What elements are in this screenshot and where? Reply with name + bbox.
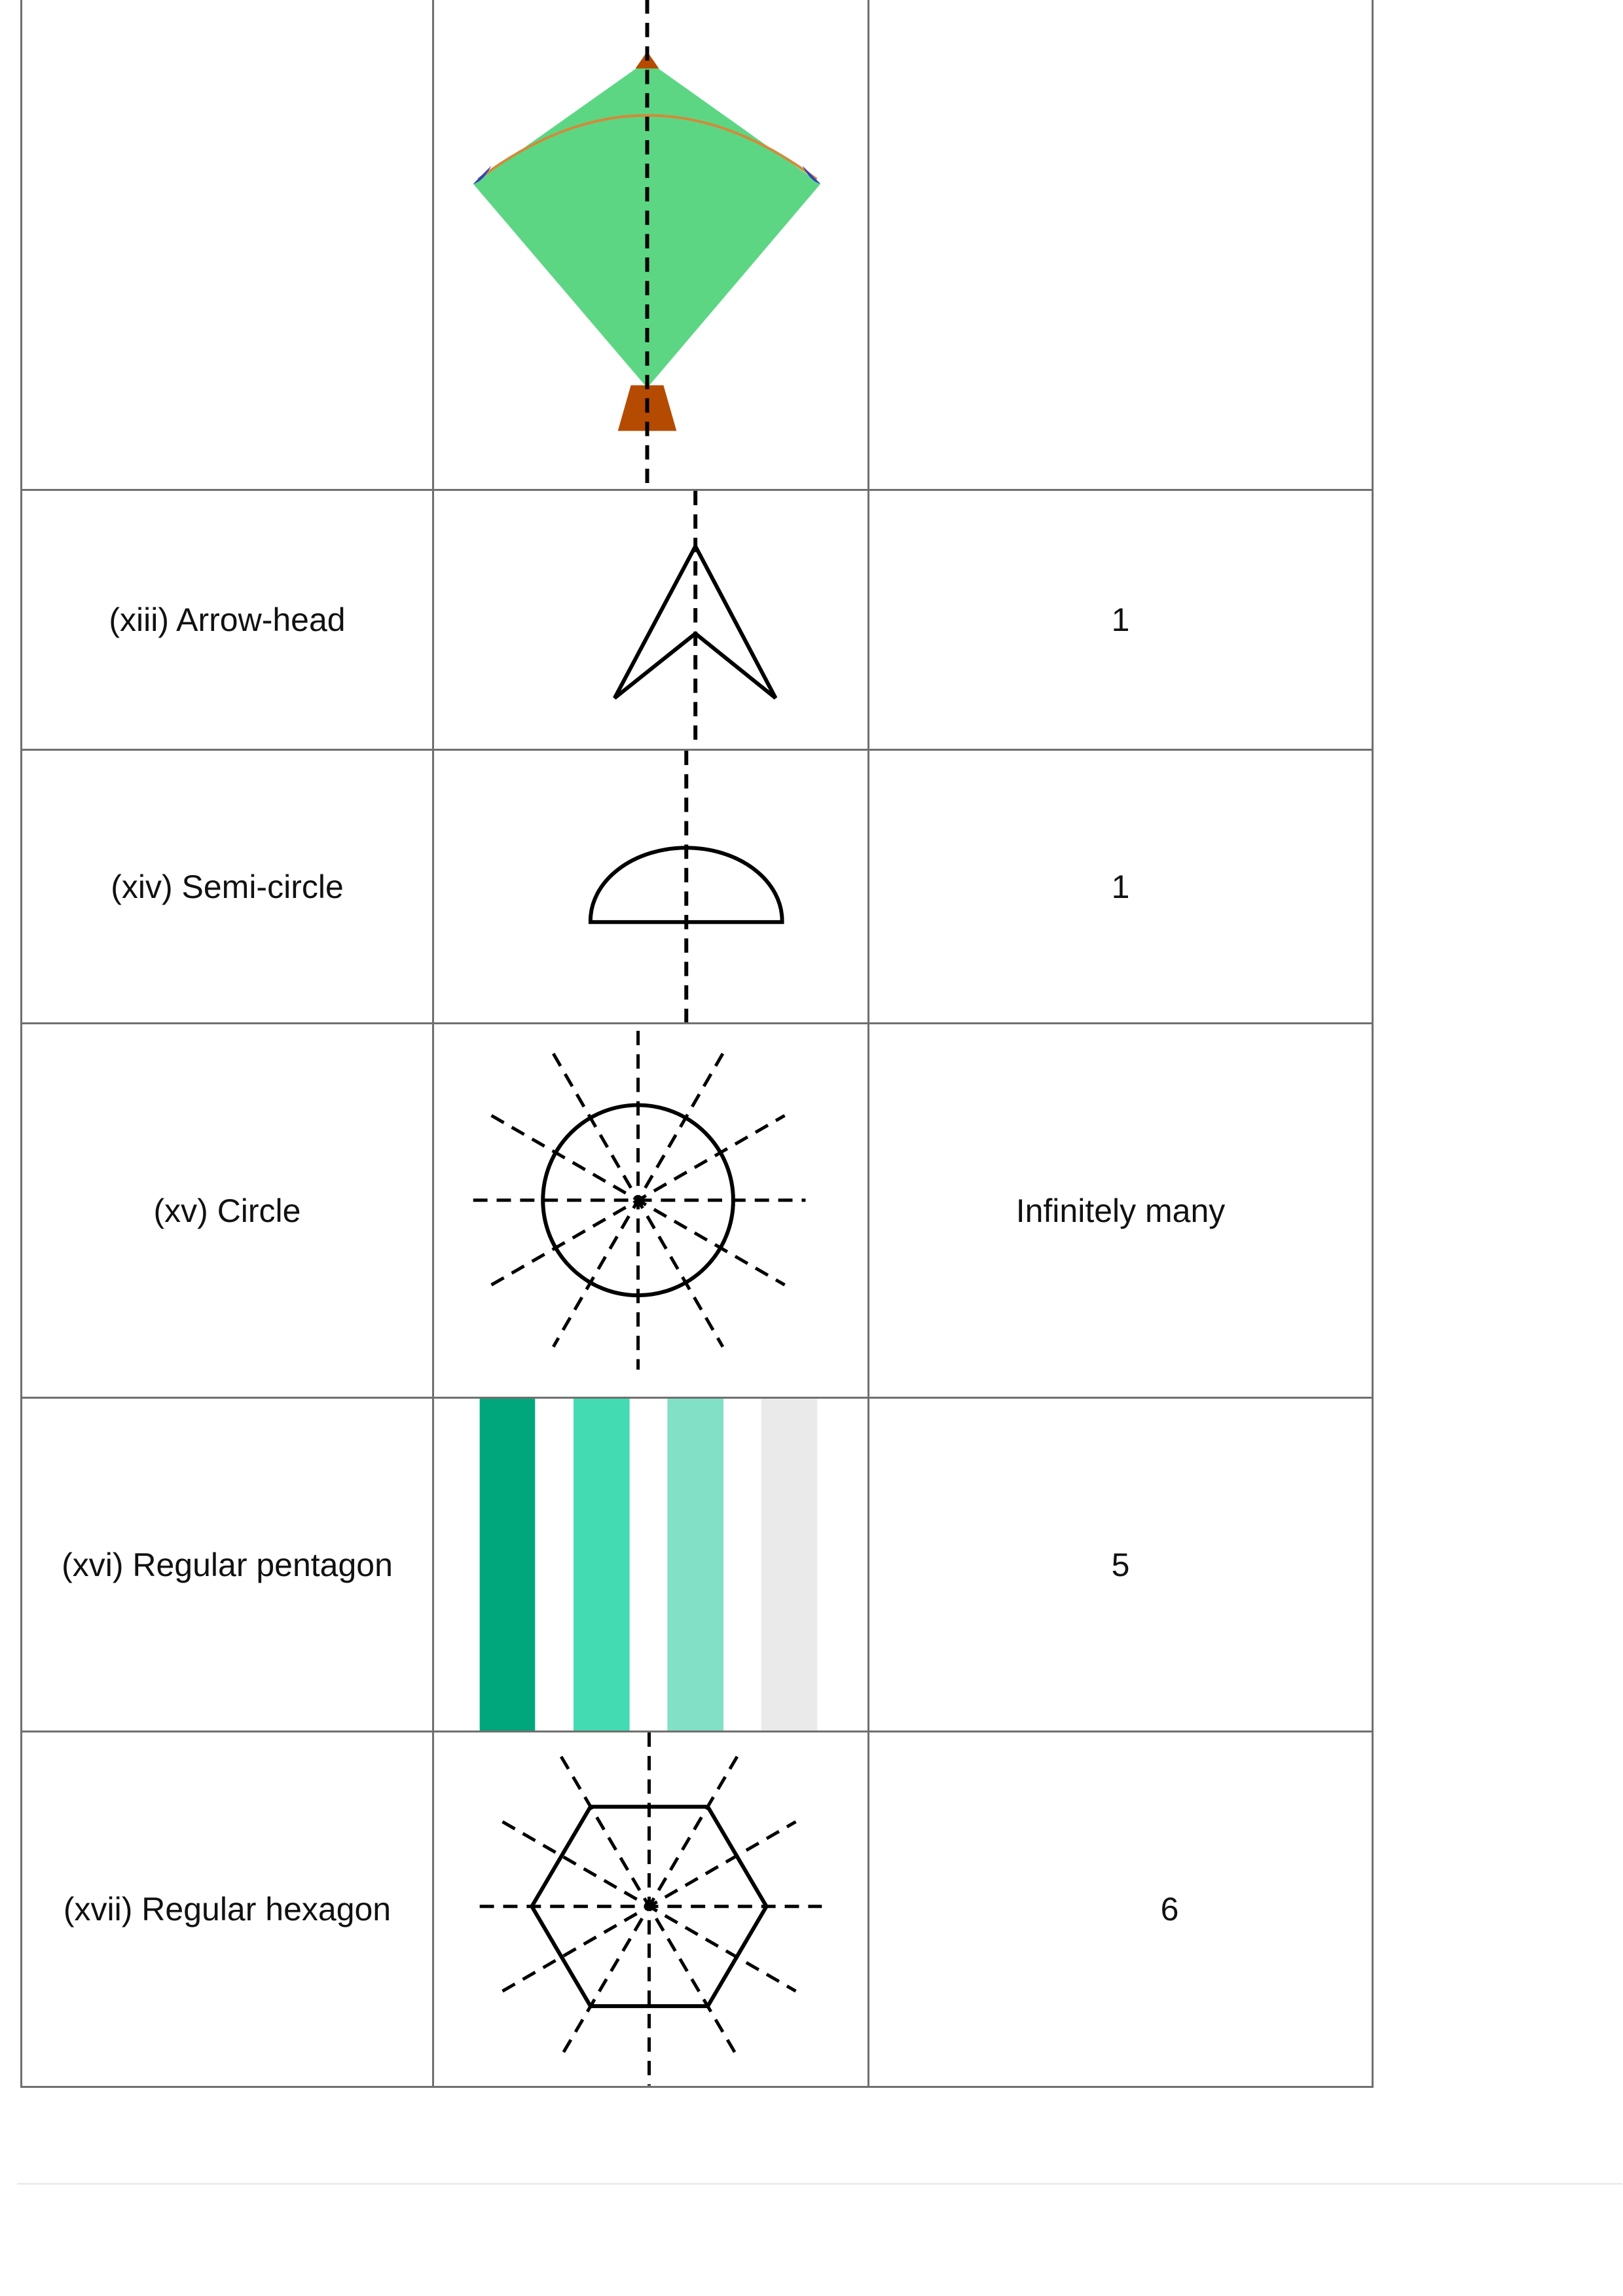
kite-string xyxy=(477,114,818,181)
semi-circle-outline xyxy=(588,846,784,924)
stripe-1 xyxy=(479,1398,536,1731)
lines-count-cell xyxy=(867,0,1374,491)
figure-cell xyxy=(432,1396,869,1733)
figure-cell xyxy=(432,1731,869,2088)
figure-cell xyxy=(432,488,869,751)
semi-circle-figure xyxy=(588,751,784,1023)
shape-name-cell: (xiv) Semi-circle xyxy=(20,749,434,1025)
footer-divider xyxy=(17,2183,1622,2185)
shape-name-cell: (xvi) Regular pentagon xyxy=(20,1396,434,1733)
symmetry-table: (xiii) Arrow-head 1 (xiv) Semi-circle 1 xyxy=(20,0,1374,2088)
arrow-head-figure xyxy=(613,491,778,749)
circle-figure xyxy=(473,1031,806,1370)
hexagon-figure xyxy=(479,1732,822,2086)
pentagon-figure-stripes xyxy=(479,1398,818,1731)
lines-count-cell: Infinitely many xyxy=(867,1022,1374,1399)
shape-name-cell xyxy=(20,0,434,491)
lines-count-cell: 1 xyxy=(867,488,1374,751)
table-row: (xiv) Semi-circle 1 xyxy=(20,749,1374,1025)
lines-count-cell: 5 xyxy=(867,1396,1374,1733)
lines-count-cell: 6 xyxy=(867,1731,1374,2088)
table-row: (xvii) Regular hexagon 6 xyxy=(20,1731,1374,2088)
figure-cell xyxy=(432,0,869,491)
symmetry-axes xyxy=(473,1031,806,1370)
stripe-2 xyxy=(574,1398,630,1731)
symmetry-axes xyxy=(479,1732,822,2086)
shape-name-cell: (xvii) Regular hexagon xyxy=(20,1731,434,2088)
lines-count-cell: 1 xyxy=(867,749,1374,1025)
table-row: (xiii) Arrow-head 1 xyxy=(20,488,1374,751)
kite-figure xyxy=(473,0,821,489)
shape-name-cell: (xiii) Arrow-head xyxy=(20,488,434,751)
figure-cell xyxy=(432,1022,869,1399)
table-row: (xv) Circle Infinitely many xyxy=(20,1022,1374,1399)
figure-cell xyxy=(432,749,869,1025)
table-row: (xvi) Regular pentagon 5 xyxy=(20,1396,1374,1733)
stripe-3 xyxy=(667,1398,723,1731)
table-row xyxy=(20,0,1374,491)
shape-name-cell: (xv) Circle xyxy=(20,1022,434,1399)
stripe-4 xyxy=(761,1398,818,1731)
